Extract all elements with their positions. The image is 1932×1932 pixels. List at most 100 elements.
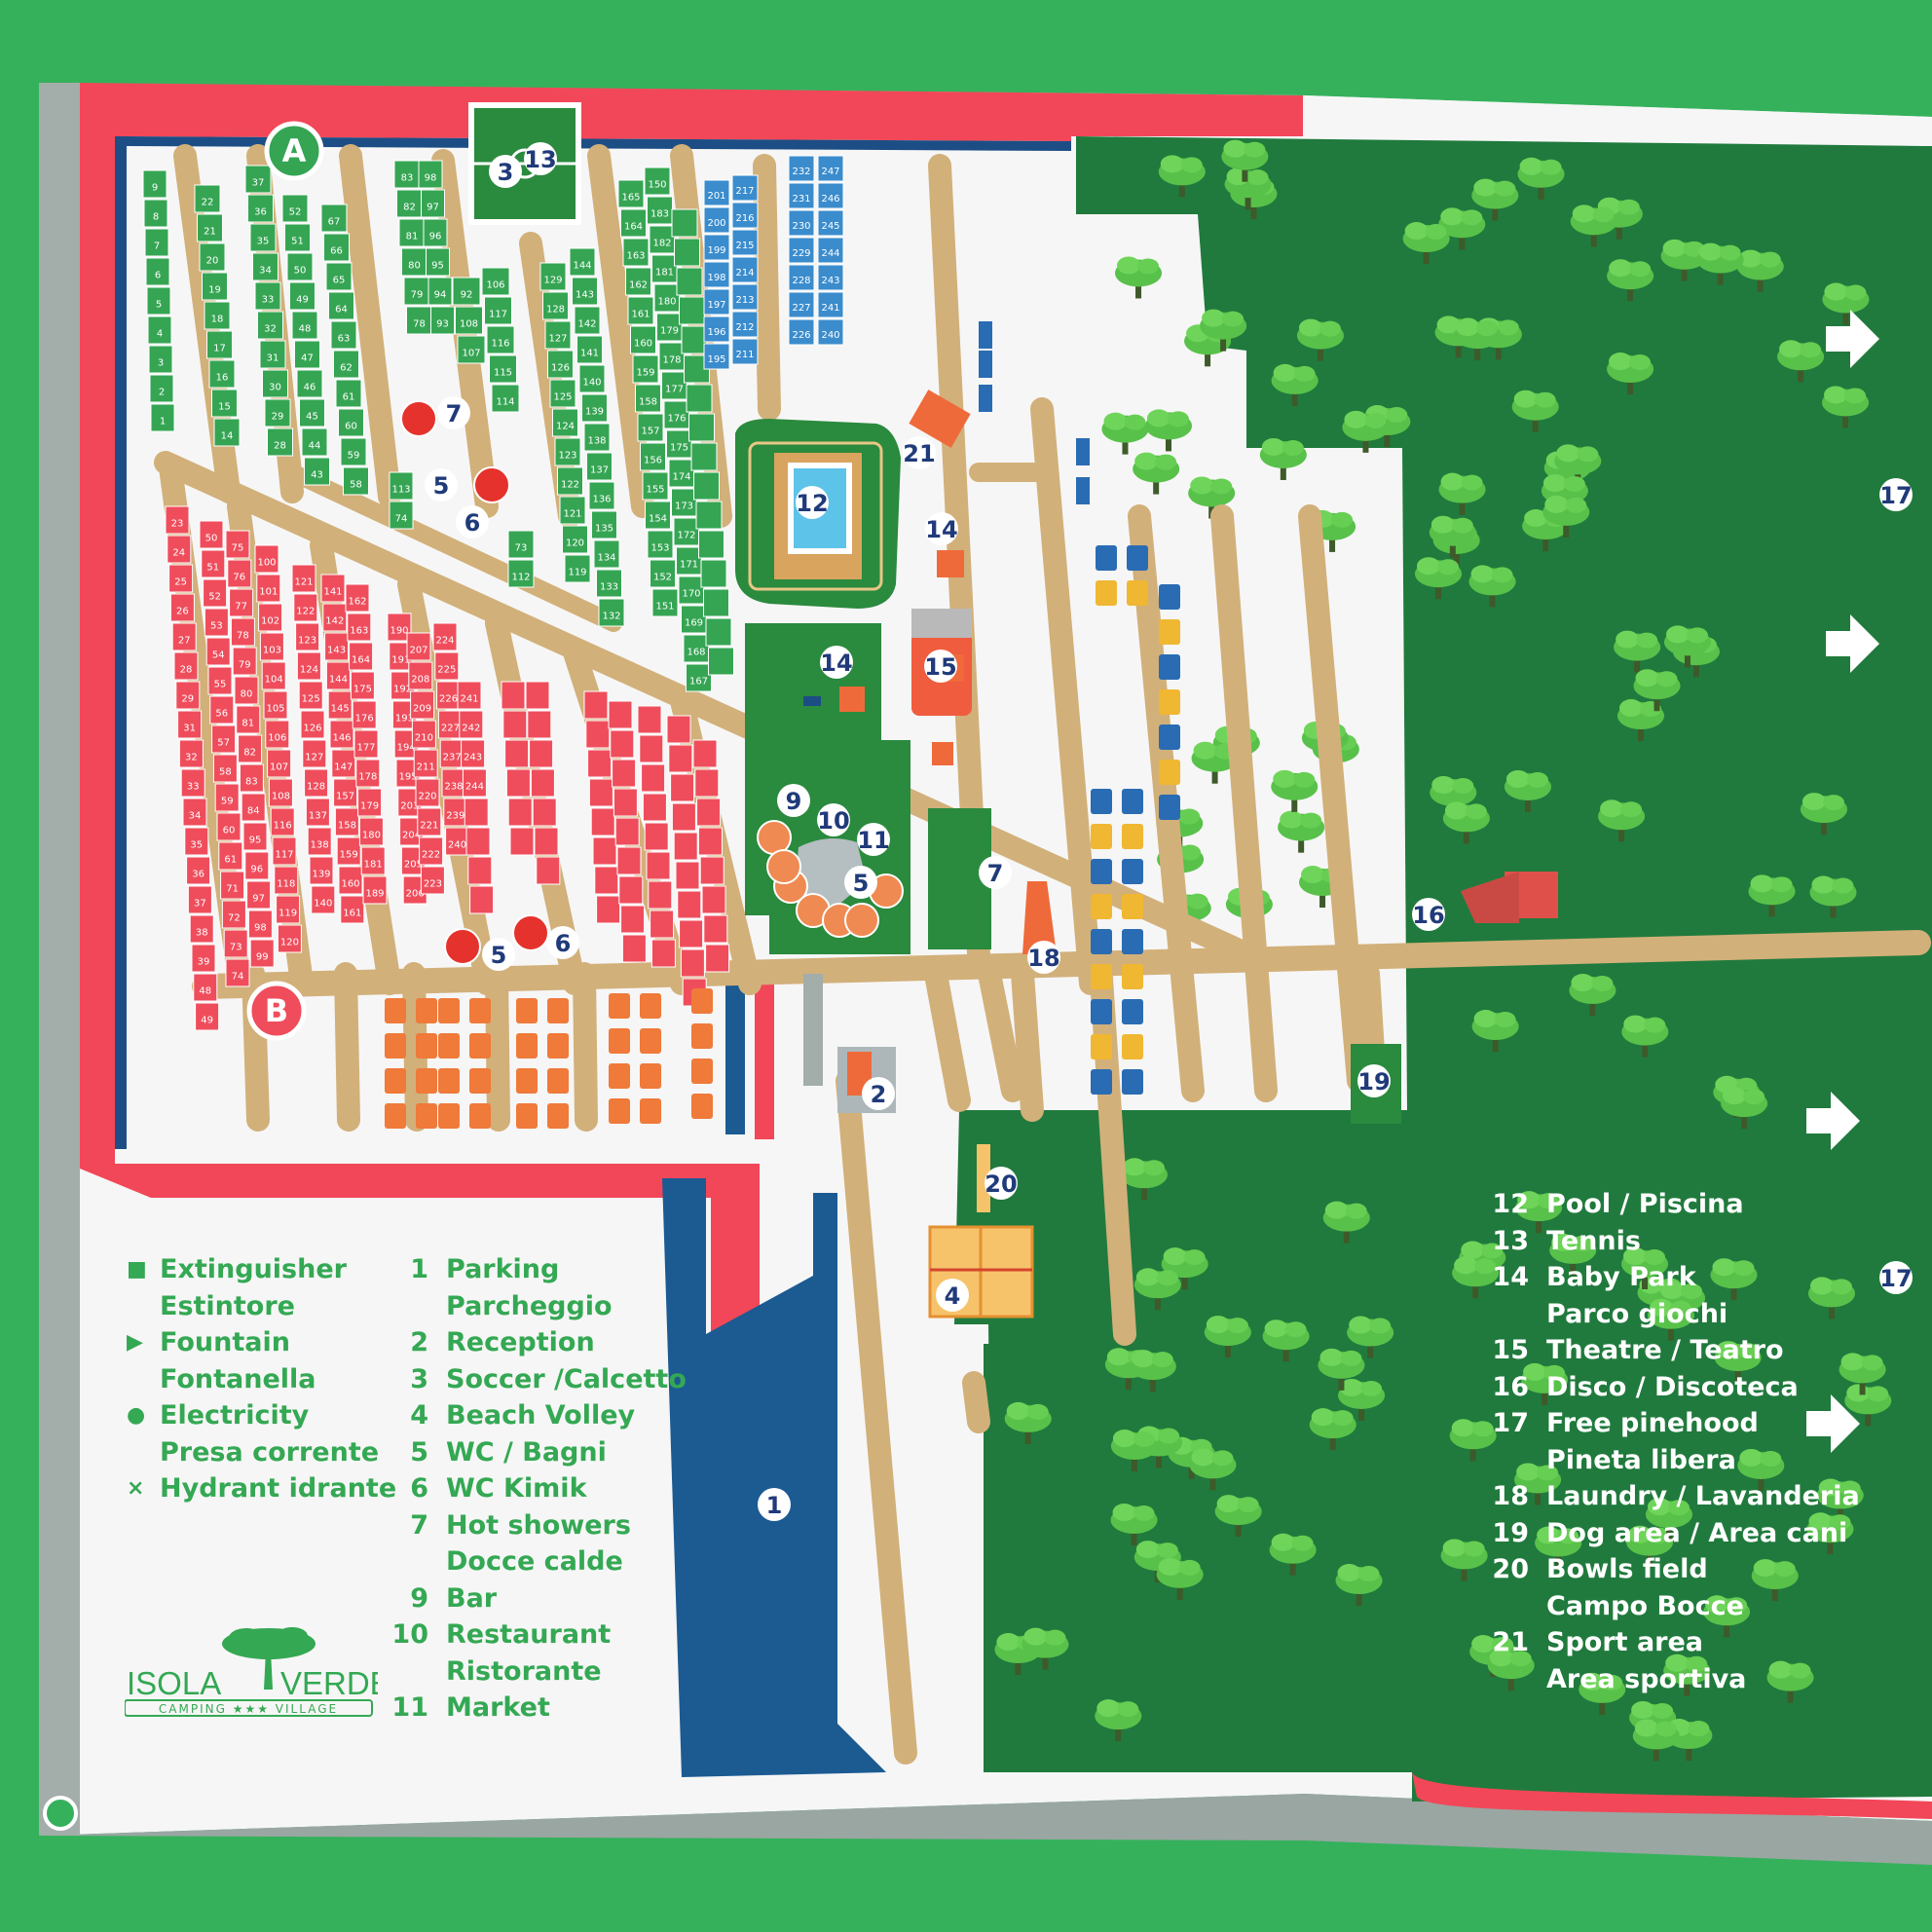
pitch-cell: 150 [644,167,671,196]
place-marker-5: 5 [425,468,458,502]
pitch-cell [613,788,638,817]
pitch-cell: 220 [415,778,440,807]
pitch-number: 132 [602,611,620,621]
pitch-number: 127 [548,333,567,344]
pitch-number: 82 [243,747,256,758]
svg-text:5: 5 [853,870,870,897]
legend-number: 4 [410,1400,428,1430]
pitch-number: 103 [263,645,281,655]
bungalow [691,1023,713,1049]
pitch-cell [696,798,722,827]
tree-icon [1703,1595,1751,1638]
legend-label: WC Kimik [446,1473,587,1504]
pitch-number: 94 [434,289,447,300]
legend-number: 16 [1492,1371,1529,1402]
tree-icon [1542,495,1590,538]
pitch-number: 190 [390,625,408,636]
pitch-cell: 84 [241,793,266,822]
pitch-number: 196 [707,327,725,338]
pitch-cell: 208 [408,661,433,690]
pitch-cell: 74 [389,501,414,530]
legend-symbol-row: ■Extinguisher [127,1251,396,1288]
pitch-cell: 243 [461,739,486,768]
bungalow [547,998,569,1023]
bungalow [1076,438,1090,465]
pitch-number: 213 [735,295,754,306]
pitch-cell: 108 [455,306,483,335]
pitch-cell: 18 [204,301,231,330]
pitch-cell: 37 [244,165,272,194]
pitch-cell: 82 [238,734,263,763]
umbrella-icon [400,400,437,437]
pitch-number: 126 [303,723,321,733]
tree-icon [1221,139,1269,182]
bungalow [1091,859,1112,884]
gate-a-label: A [282,132,307,169]
tree-icon [1442,801,1490,844]
arrow-right-icon [1826,310,1879,368]
pitch-number: 164 [352,654,370,665]
pitch-number: 195 [398,771,417,782]
bungalow [438,1103,460,1129]
place-marker-1: 1 [758,1488,791,1521]
pitch-number: 153 [650,542,669,553]
bungalow [1122,1034,1143,1059]
pitch-cell: 227 [437,710,463,739]
legend-label: Ristorante [446,1655,602,1687]
pitch-cell: 211 [413,749,438,778]
pitch-cell: 210 [411,720,436,749]
pitch-cell: 49 [195,1002,220,1031]
pitch-cell: 209 [410,690,435,720]
pitch-cell [703,914,728,944]
pitch-number: 8 [153,211,159,222]
pitch-block: 1001011021031041051061071081161171181191… [254,544,302,953]
pitch-number: 128 [307,781,325,792]
pitch-number: 178 [358,771,377,782]
pitch-cell: 98 [247,910,273,939]
gate-b: B [246,981,307,1041]
pitch-cell: 52 [281,194,309,223]
pitch-cell: 60 [216,812,242,841]
bungalow [1096,545,1117,571]
tree-icon [1259,437,1307,480]
pitch-number: 244 [465,781,484,792]
pitch-number: 200 [707,218,725,229]
pitch-number: 246 [821,194,839,204]
tree-icon [1415,557,1463,600]
pitch-cell [639,734,664,763]
bungalow [416,1103,437,1129]
pitch-cell: 39 [191,944,216,973]
bungalow [640,1028,661,1054]
pitch-cell: 121 [291,564,316,593]
legend-label: Reception [446,1327,595,1357]
pitch-number: 106 [486,279,504,290]
pitch-cell [464,798,489,827]
pitch-cell: 101 [256,574,281,603]
pitch-number: 78 [413,318,426,329]
pitch-number: 45 [306,411,318,422]
pitch-cell [620,905,646,934]
pitch-number: 241 [821,303,839,314]
pitch-cell: 122 [557,466,583,496]
pitch-cell: 77 [229,588,254,617]
pitch-number: 127 [305,752,323,762]
pitch-number: 137 [590,464,609,475]
tree-icon [1504,769,1551,812]
place-marker-9: 9 [777,784,810,817]
pitch-cell: 28 [173,651,199,681]
pitch-number: 120 [566,538,584,548]
pitch-number: 64 [335,304,348,315]
pitch-cell: 124 [552,408,578,437]
pitch-cell: 36 [247,194,274,223]
pitch-cell: 51 [284,223,311,252]
bungalow [1122,859,1143,884]
pitch-number: 146 [332,732,351,743]
pitch-number: 204 [402,830,421,840]
pitch-cell: 177 [661,371,687,400]
